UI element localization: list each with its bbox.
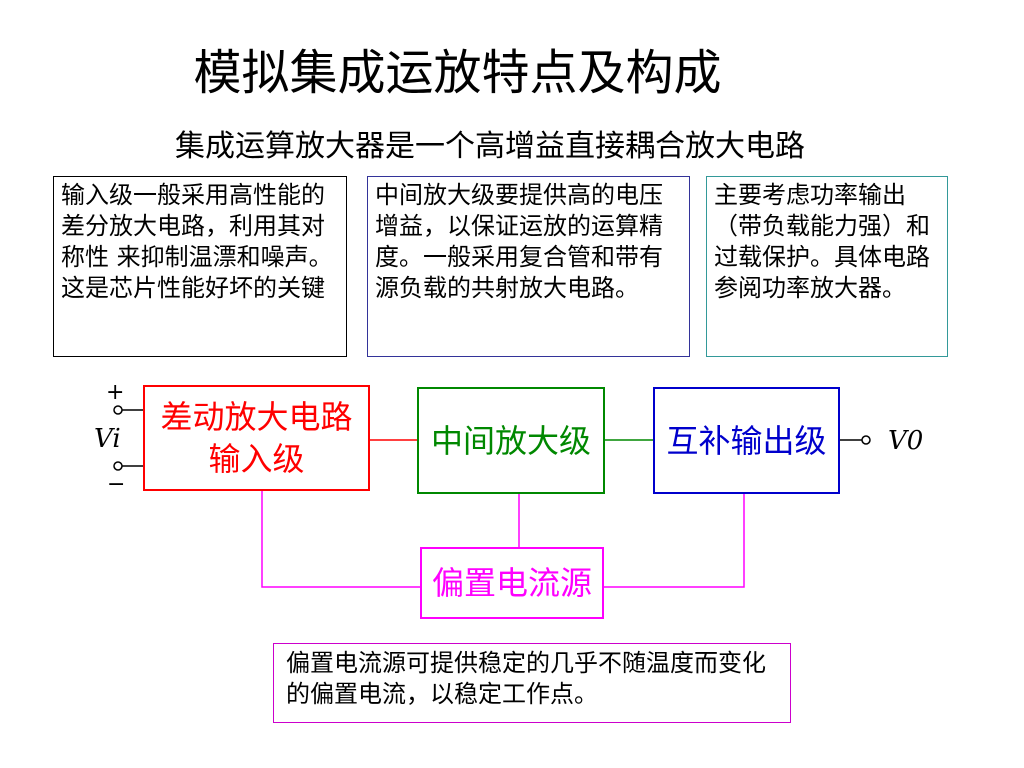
differential-block-line1: 差动放大电路 xyxy=(160,398,353,436)
wire-bias-to-output xyxy=(604,494,745,588)
complementary-output-stage-block: 互补输出级 xyxy=(653,387,840,494)
middle-amplifier-stage-block: 中间放大级 xyxy=(417,387,605,494)
middle-stage-description: 中间放大级要提供高的电压增益，以保证运放的运算精度。一般采用复合管和带有源负载的… xyxy=(367,176,690,357)
slide-subtitle: 集成运算放大器是一个高增益直接耦合放大电路 xyxy=(175,129,805,164)
bias-block-label: 偏置电流源 xyxy=(431,564,592,602)
wire-bias-to-input xyxy=(261,491,420,588)
input-minus-sign: − xyxy=(107,472,126,497)
bias-current-source-block: 偏置电流源 xyxy=(420,547,604,619)
input-plus-sign: + xyxy=(106,380,125,405)
input-terminal-bottom xyxy=(113,461,123,471)
output-voltage-symbol: V0 xyxy=(888,426,924,456)
bias-source-description: 偏置电流源可提供稳定的几乎不随温度而变化的偏置电流，以稳定工作点。 xyxy=(273,643,791,723)
output-stage-description: 主要考虑功率输出（带负载能力强）和过载保护。具体电路参阅功率放大器。 xyxy=(706,176,948,357)
slide-title: 模拟集成运放特点及构成 xyxy=(193,45,722,101)
middle-block-label: 中间放大级 xyxy=(430,421,591,460)
differential-input-stage-block: 差动放大电路 输入级 xyxy=(143,385,370,491)
input-stage-description: 输入级一般采用高性能的差分放大电路，利用其对称性 来抑制温漂和噪声。这是芯片性能… xyxy=(53,176,347,357)
output-terminal xyxy=(861,435,871,445)
input-voltage-symbol: Vi xyxy=(94,424,121,454)
input-terminal-top xyxy=(113,405,123,415)
differential-block-line2: 输入级 xyxy=(208,440,305,478)
output-block-label: 互补输出级 xyxy=(666,421,827,460)
